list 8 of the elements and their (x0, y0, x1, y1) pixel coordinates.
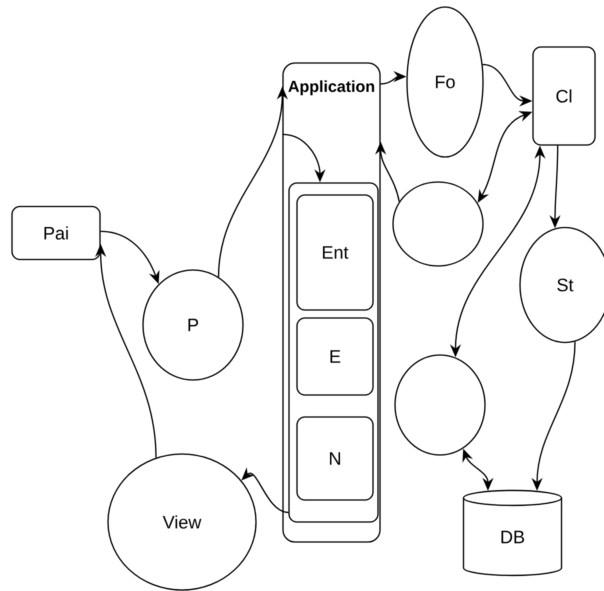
process-circle (392, 181, 484, 267)
process-box: E (296, 317, 374, 396)
process-box: N (296, 416, 374, 501)
process-box: Pai (11, 206, 101, 260)
process-box: Cl (532, 46, 596, 146)
database-cylinder: DB (462, 490, 562, 576)
process-circle (394, 354, 486, 456)
process-box: Ent (296, 194, 374, 311)
